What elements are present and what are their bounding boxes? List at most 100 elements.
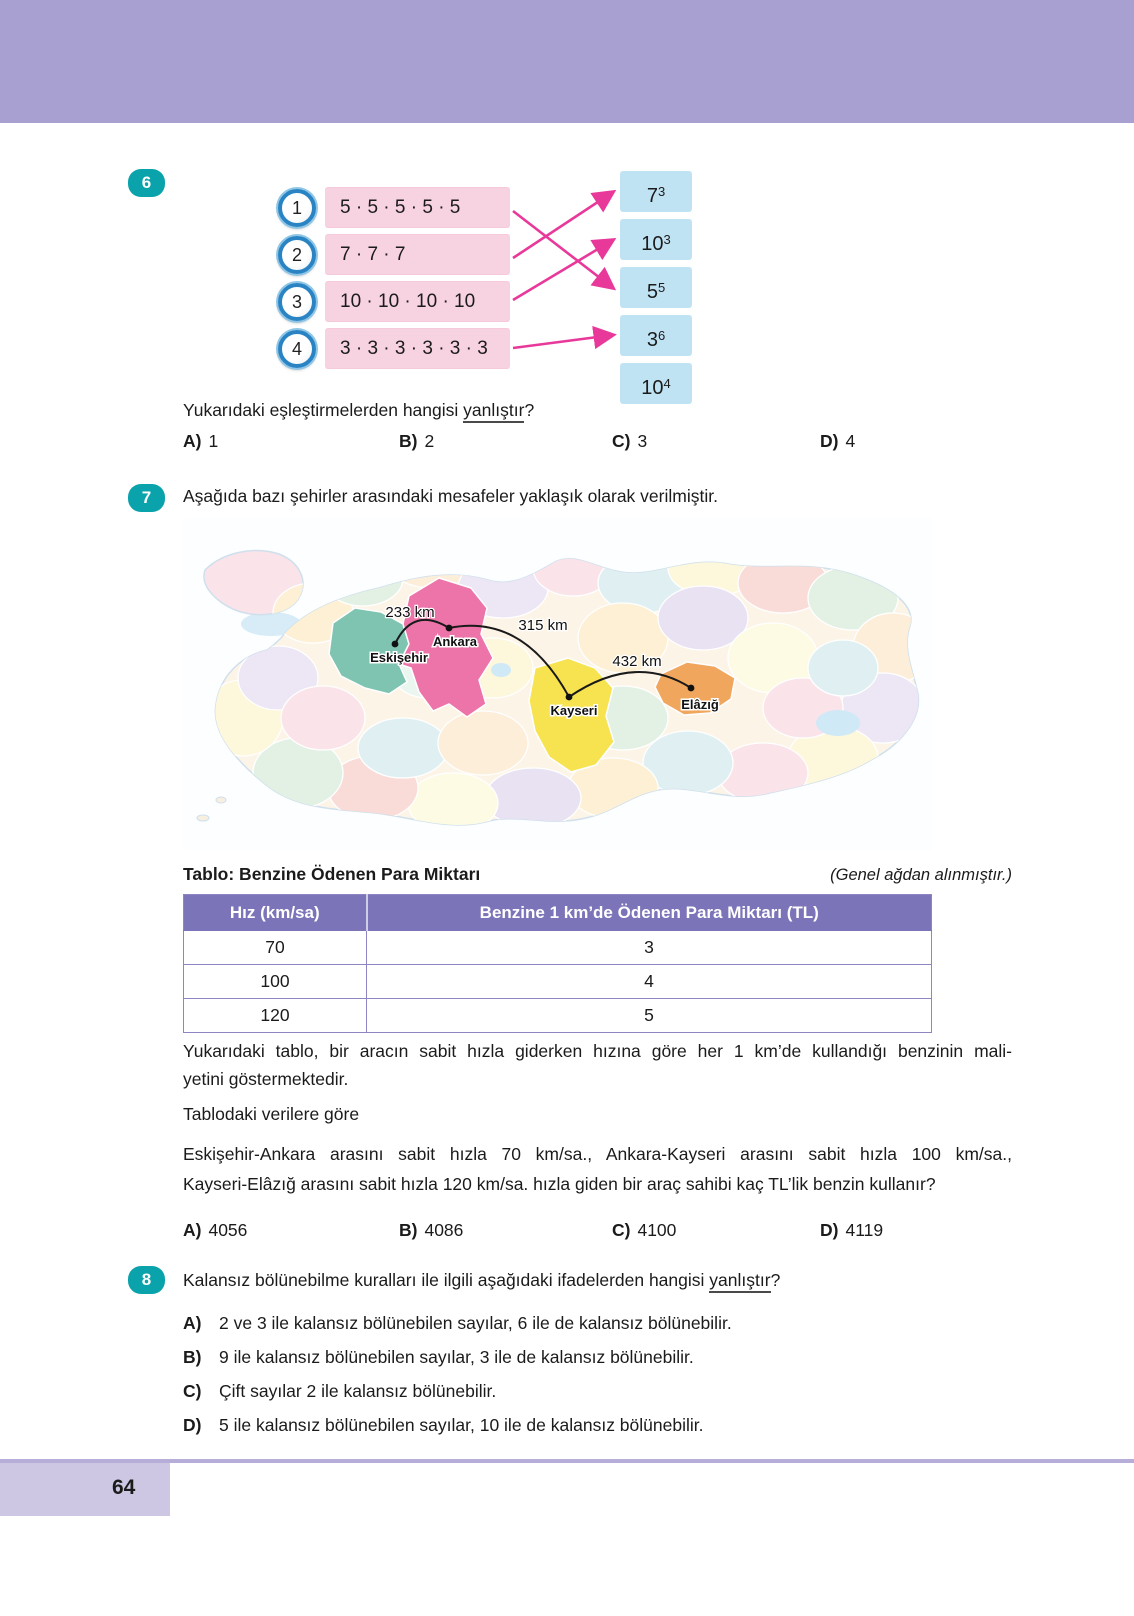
expression-box-4: 3 · 3 · 3 · 3 · 3 · 3 [325,329,510,368]
city-label-kayseri: Kayseri [551,703,598,718]
fuel-cost-table: Hız (km/sa) Benzine 1 km’de Ödenen Para … [183,894,932,1033]
tuz-lake [491,663,511,677]
question-7-number: 7 [141,488,152,507]
q7-paragraph2: Tablodaki verilere göre [183,1104,360,1124]
q8-option-c: C)Çift sayılar 2 ile kalansız bölünebili… [183,1381,497,1401]
arrow-3-to-10pow3 [512,237,617,302]
province-kayseri [528,657,615,773]
q8-option-d: D)5 ile kalansız bölünebilen sayılar, 10… [183,1415,704,1435]
q7-paragraph1-line2: yetini göstermektedir. [183,1069,349,1089]
q7-paragraph3-line1: Eskişehir-Ankara arasını sabit hızla 70 … [183,1144,1012,1164]
city-label-eskisehir: Eskişehir [370,650,428,665]
power-5-base: 10 [641,377,664,399]
top-color-band [0,0,1134,123]
arrow-4-to-3pow6 [512,325,617,350]
question-8-suffix: ? [770,1270,781,1290]
eskisehir-dot [391,640,399,648]
q7-option-c: C)4100 [612,1220,677,1240]
match-item-circle-2: 2 [278,236,316,274]
province-ankara [397,577,494,718]
marmara-sea [241,612,301,636]
table-source-note: (Genel ağdan alınmıştır.) [830,866,1012,884]
col-header-cost: Benzine 1 km’de Ödenen Para Miktarı (TL) [365,894,932,931]
province-eskisehir [328,607,410,695]
expression-box-3: 10 · 10 · 10 · 10 [325,282,510,321]
q7-option-a: A)4056 [183,1220,248,1240]
match-item-2-num: 2 [291,245,302,265]
power-3-exp: 5 [657,280,666,295]
q7-option-d: D)4119 [820,1220,884,1240]
q6-option-c: C)3 [612,431,648,451]
province-elazig [654,661,736,716]
power-box-1: 73 [620,171,692,212]
question-8-badge: 8 [128,1266,165,1294]
question-8-number: 8 [141,1270,152,1289]
expression-box-2: 7 · 7 · 7 [325,235,510,274]
power-4-base: 3 [646,329,658,351]
power-5-exp: 4 [663,376,671,391]
question-6-prefix: Yukarıdaki eşleştirmelerden hangisi [183,400,464,420]
question-6-badge: 6 [128,169,165,197]
question-7-intro: Aşağıda bazı şehirler arasındaki mesafel… [183,486,718,506]
question-8-text: Kalansız bölünebilme kuralları ile ilgil… [183,1270,781,1293]
match-item-circle-4: 4 [278,330,316,368]
city-label-elazig: Elâzığ [681,697,719,712]
expression-4: 3 · 3 · 3 · 3 · 3 · 3 [340,338,488,359]
power-box-2: 103 [620,219,692,260]
power-box-5: 104 [620,363,692,404]
question-6-underlined-word: yanlıştır [463,400,525,423]
distance-label-432: 432 km [612,653,661,670]
question-6-number: 6 [141,173,152,192]
q8-option-a: A)2 ve 3 ile kalansız bölünebilen sayıla… [183,1313,732,1333]
table-title: Tablo: Benzine Ödenen Para Miktarı [183,864,481,884]
distance-label-315: 315 km [518,617,567,634]
expression-2: 7 · 7 · 7 [340,244,406,265]
match-item-circle-3: 3 [278,283,316,321]
question-6-text: Yukarıdaki eşleştirmelerden hangisi yanl… [183,400,535,423]
power-2-exp: 3 [663,232,671,247]
col-header-speed: Hız (km/sa) [183,894,367,931]
turkey-distance-map: 233 km 315 km 432 km Eskişehir Ankara Ka… [183,518,932,850]
power-2-base: 10 [641,233,664,255]
kayseri-dot [565,693,573,701]
arrow-1-to-5pow5 [512,209,617,291]
q7-option-b: B)4086 [399,1220,464,1240]
question-6-suffix: ? [524,400,535,420]
van-lake [816,710,860,736]
distance-label-233: 233 km [385,604,434,621]
route-eskisehir-ankara [394,619,450,645]
power-box-3: 55 [620,267,692,308]
ankara-dot [445,624,453,632]
route-kayseri-elazig [568,671,692,698]
expression-1: 5 · 5 · 5 · 5 · 5 [340,197,461,218]
q6-option-d: D)4 [820,431,856,451]
city-label-ankara: Ankara [433,634,478,649]
arrow-2-to-7pow3 [512,189,617,260]
q7-paragraph1-line1: Yukarıdaki tablo, bir aracın sabit hızla… [183,1041,1012,1061]
island [215,796,227,804]
q6-option-a: A)1 [183,431,219,451]
footer-divider-line [0,1459,1134,1463]
power-1-exp: 3 [657,184,666,199]
q6-option-b: B)2 [399,431,435,451]
page-number: 64 [112,1476,136,1499]
expression-box-1: 5 · 5 · 5 · 5 · 5 [325,188,510,227]
island [196,814,210,822]
route-ankara-kayseri [448,624,570,698]
match-item-4-num: 4 [291,339,302,359]
expression-3: 10 · 10 · 10 · 10 [340,291,476,312]
q8-option-b: B)9 ile kalansız bölünebilen sayılar, 3 … [183,1347,694,1367]
power-1-base: 7 [646,185,658,207]
match-item-1-num: 1 [291,198,302,218]
question-8-underlined-word: yanlıştır [709,1270,771,1293]
power-box-4: 36 [620,315,692,356]
question-8-prefix: Kalansız bölünebilme kuralları ile ilgil… [183,1270,710,1290]
match-item-circle-1: 1 [278,189,316,227]
power-3-base: 5 [646,281,658,303]
table-header-row: Hız (km/sa) Benzine 1 km’de Ödenen Para … [183,894,932,931]
power-4-exp: 6 [657,328,666,343]
